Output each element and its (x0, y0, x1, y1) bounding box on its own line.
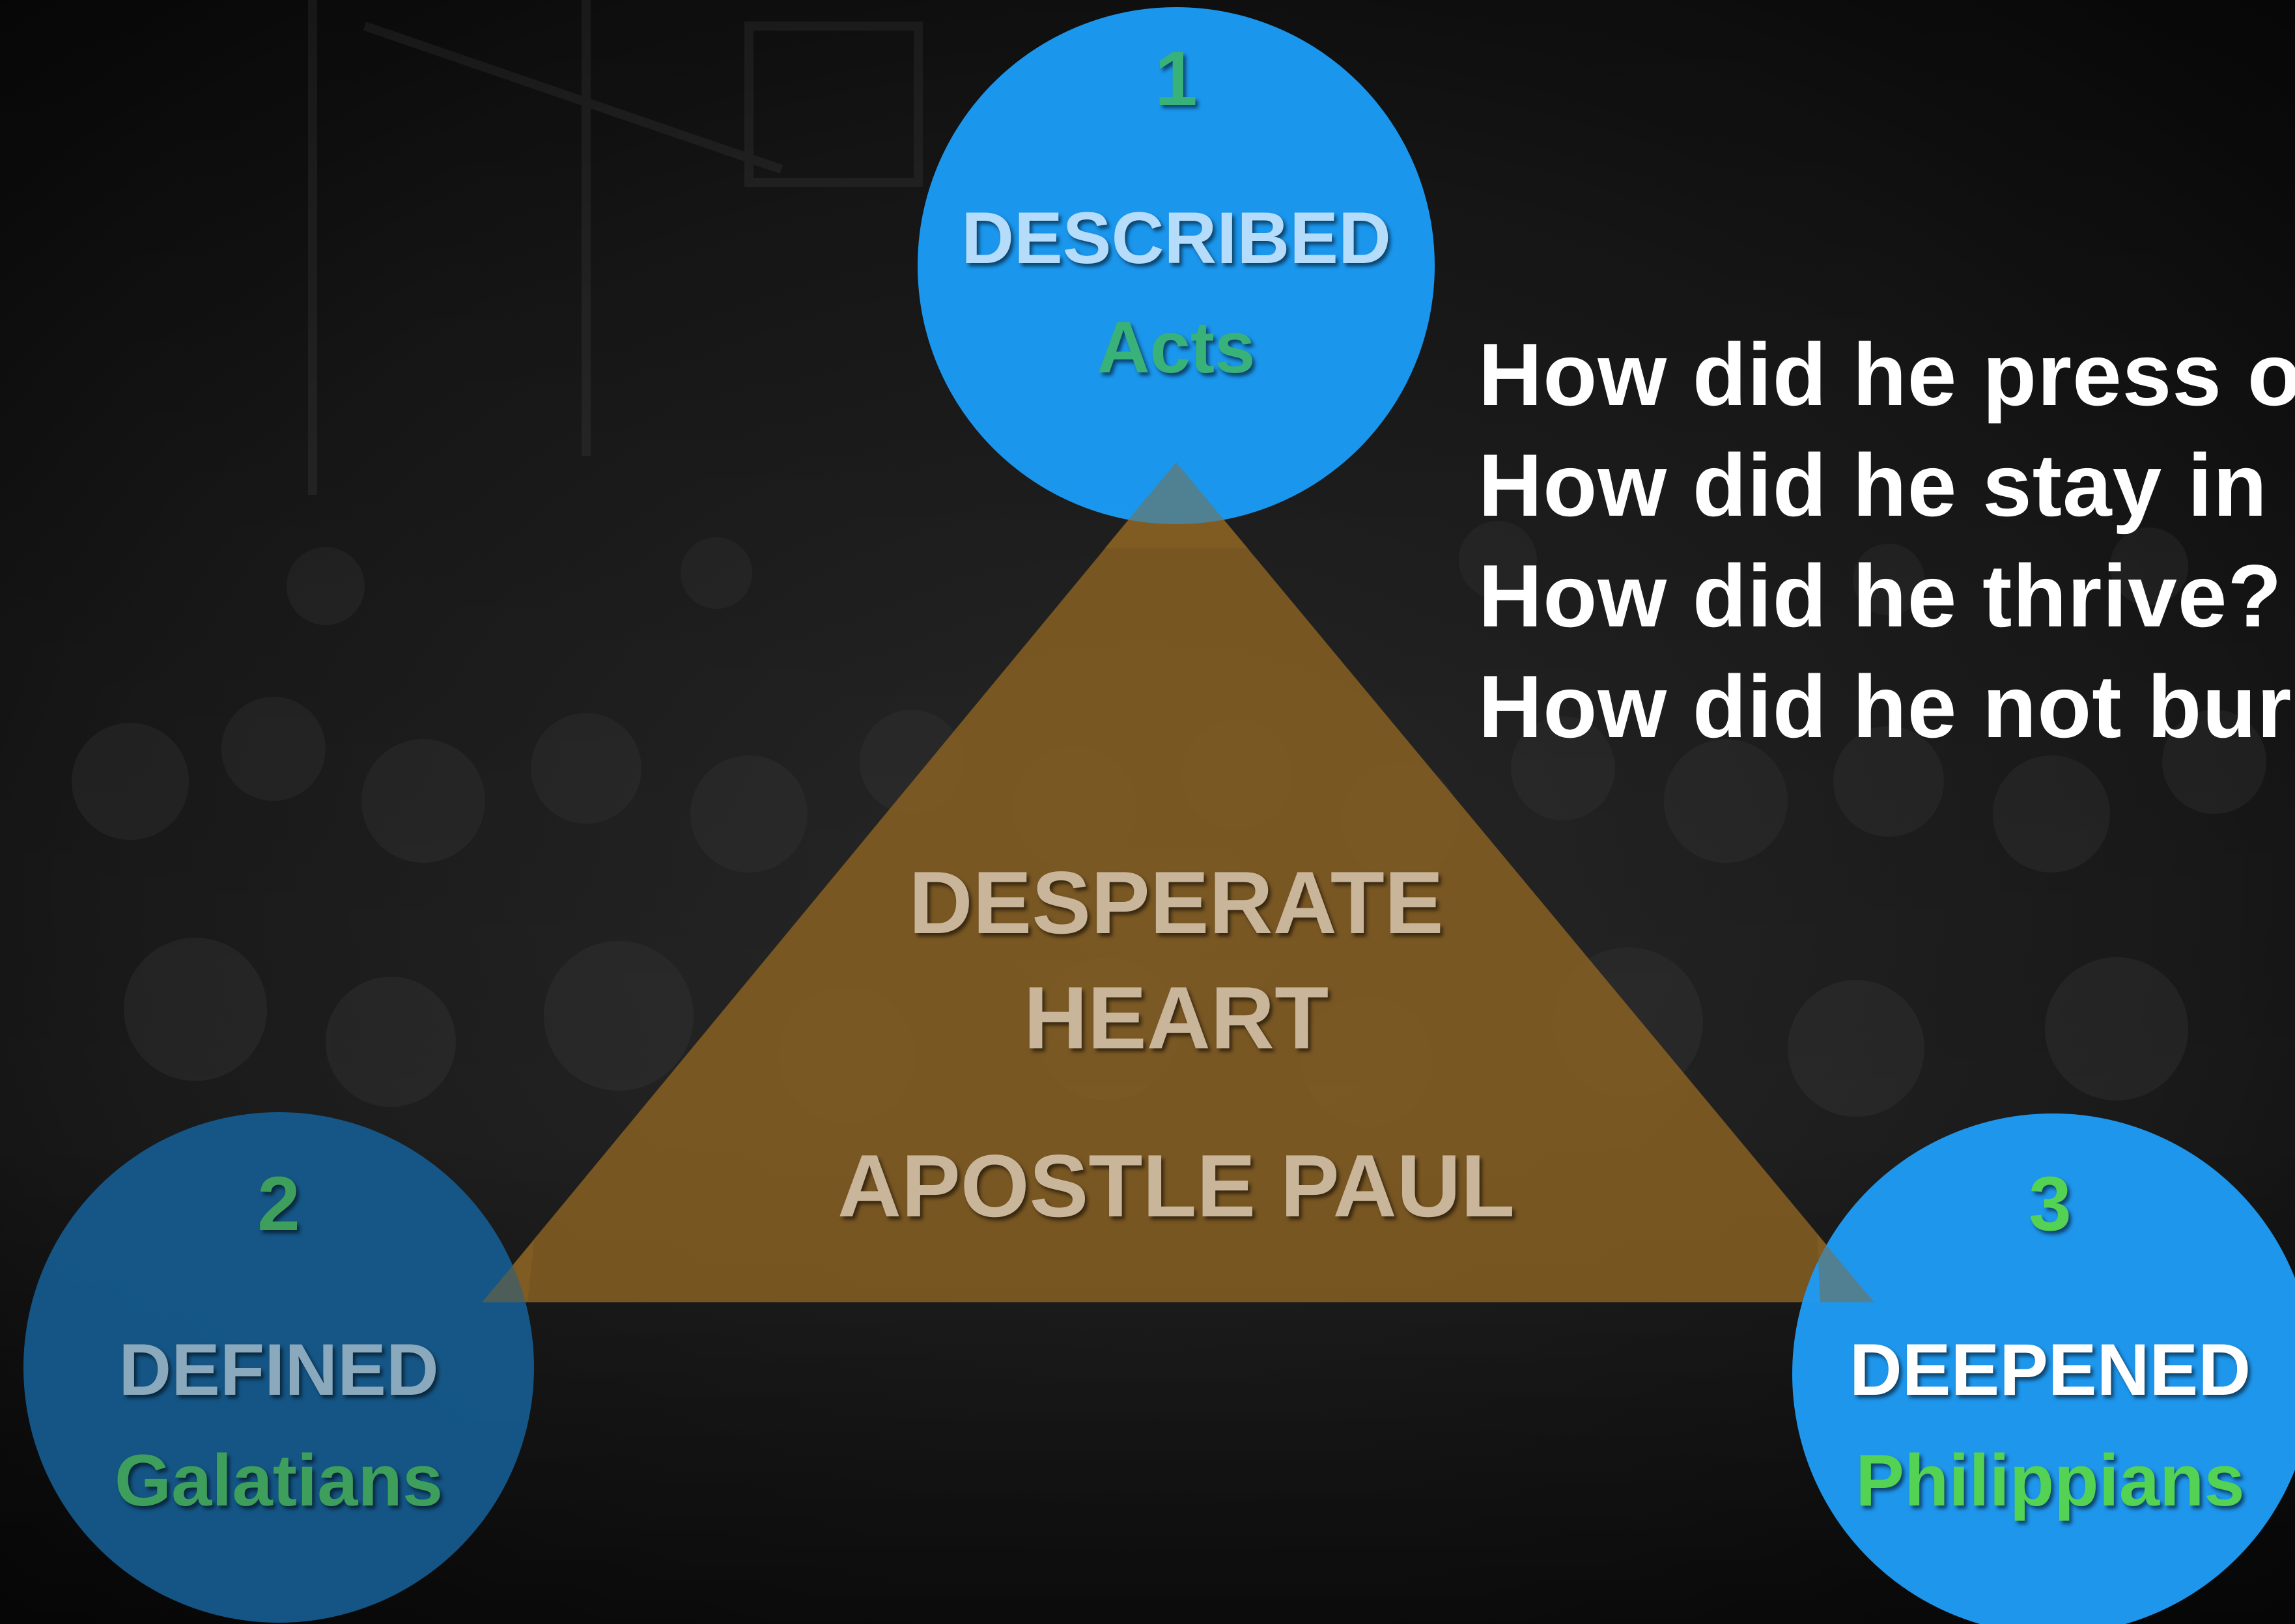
desperate-heart-triangle (482, 462, 1874, 1302)
triangle-top-tip (1105, 462, 1248, 548)
described-number: 1 (1155, 36, 1198, 122)
deepened-book: Philippians (1855, 1440, 2245, 1521)
triangle-subtitle: APOSTLE PAUL (837, 1136, 1515, 1235)
question-4: How did he not bur (1478, 657, 2292, 756)
defined-book: Galatians (114, 1440, 444, 1521)
deepened-label: DEEPENED (1849, 1329, 2251, 1410)
triangle-left-tip (482, 1240, 534, 1302)
triangle-title-line1: DESPERATE (908, 853, 1444, 952)
question-3: How did he thrive? (1478, 546, 2283, 645)
defined-number: 2 (257, 1161, 300, 1247)
deepened-number: 3 (2029, 1161, 2072, 1247)
defined-label: DEFINED (119, 1329, 439, 1410)
triangle-right-tip (1817, 1234, 1874, 1302)
triangle-title-line2: HEART (1023, 968, 1329, 1067)
deepened-circle (1792, 1113, 2295, 1624)
question-2: How did he stay in (1478, 436, 2268, 535)
described-circle (918, 7, 1435, 524)
question-1: How did he press o (1478, 325, 2295, 424)
defined-circle (23, 1112, 534, 1623)
described-book: Acts (1097, 307, 1256, 388)
described-label: DESCRIBED (961, 197, 1391, 279)
questions-list: How did he press o How did he stay in Ho… (1478, 319, 2295, 762)
